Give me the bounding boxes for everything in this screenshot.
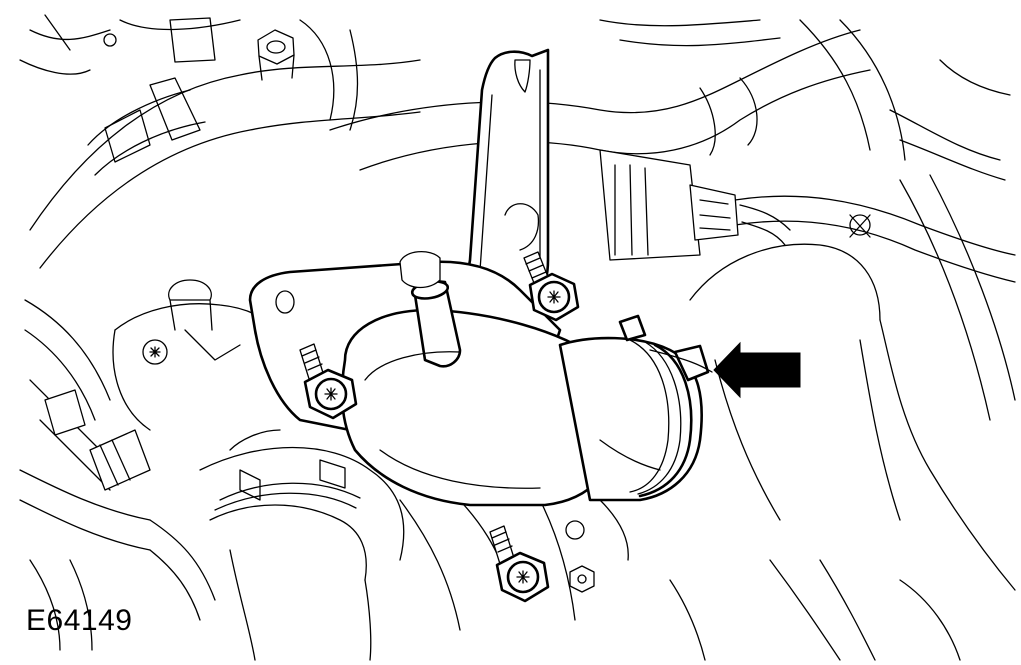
bolt-left (299, 343, 358, 420)
figure-id-label: E64149 (26, 604, 133, 637)
solid-left-arrow-icon (713, 341, 801, 399)
bolt-upper-right (523, 251, 580, 322)
engine-background (19, 14, 1016, 661)
bolt-lower (489, 525, 550, 603)
